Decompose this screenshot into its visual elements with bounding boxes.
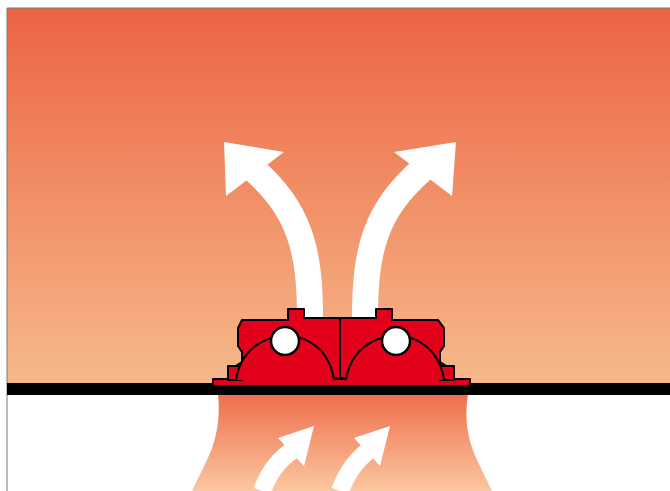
vent-unit-icon	[213, 309, 470, 386]
fan-hub-right	[382, 327, 410, 355]
vent-base-flange	[213, 379, 470, 386]
fan-hub-left	[271, 327, 299, 355]
